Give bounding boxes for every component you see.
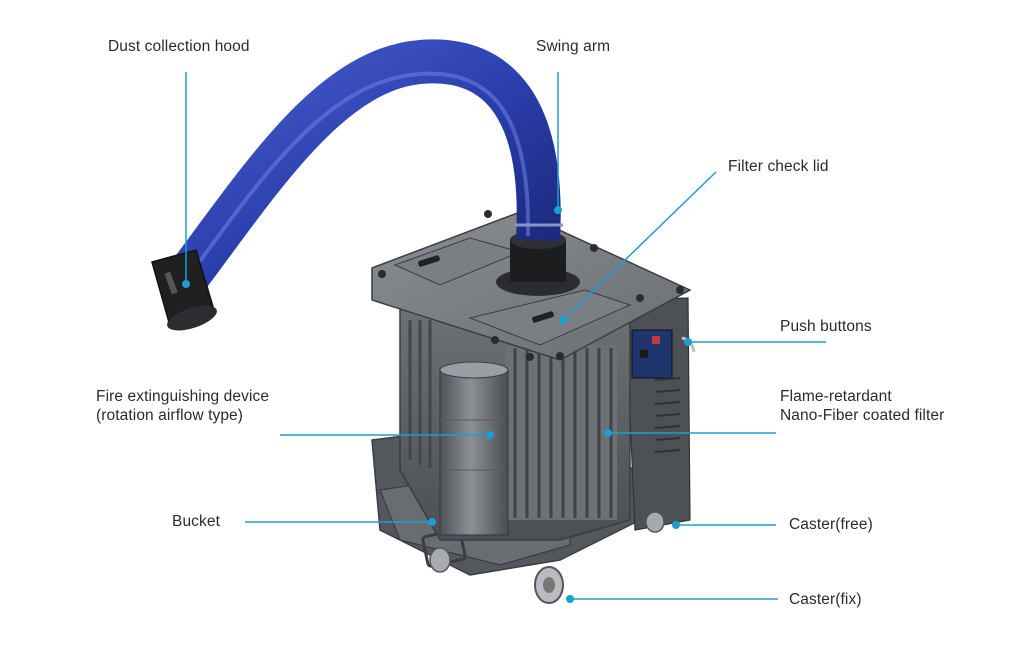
label-caster-fix: Caster(fix) [789,591,862,608]
duct-collar [496,231,580,296]
label-fire-extinguishing-line1: Fire extinguishing device [96,388,270,405]
push-button-red [652,336,660,344]
dot-bucket [428,518,436,526]
dust-collection-hood [151,249,217,331]
label-swing-arm: Swing arm [536,38,611,55]
push-button-dark [640,350,648,358]
label-flame-retardant-line1: Flame-retardant [780,388,892,405]
label-flame-retardant-line2: Nano-Fiber coated filter [780,407,945,424]
dot-caster-free [672,521,680,529]
dot-push-buttons [684,338,692,346]
dot-swing-arm [554,206,562,214]
dot-dust-hood [182,280,190,288]
side-grille [654,377,681,453]
lid-handle-rear [418,255,440,267]
fire-extinguishing-cylinder [439,361,509,536]
nano-fiber-filter [505,345,617,520]
dot-caster-fix [566,595,574,603]
label-dust-collection-hood: Dust collection hood [108,38,250,55]
lid-bolts [378,210,684,361]
lid-handle-front [532,311,554,323]
caster-rear [429,547,451,573]
label-bucket: Bucket [172,513,220,530]
leader-dots [182,206,692,603]
label-filter-check-lid: Filter check lid [728,158,829,175]
label-push-buttons: Push buttons [780,318,872,335]
dot-fire-device [486,431,494,439]
leader-lines [185,72,826,600]
caster-free [645,511,665,533]
dust-collector-machine [151,39,696,604]
leader-filter-lid [562,171,717,321]
label-caster-free: Caster(free) [789,516,873,533]
dot-filter-lid [559,316,567,324]
swing-arm-highlight [193,71,531,270]
label-fire-extinguishing-line2: (rotation airflow type) [96,407,244,424]
control-panel [631,329,673,379]
left-frame [408,320,432,468]
dot-flame-filter [604,429,612,437]
caster-fix [534,566,564,604]
